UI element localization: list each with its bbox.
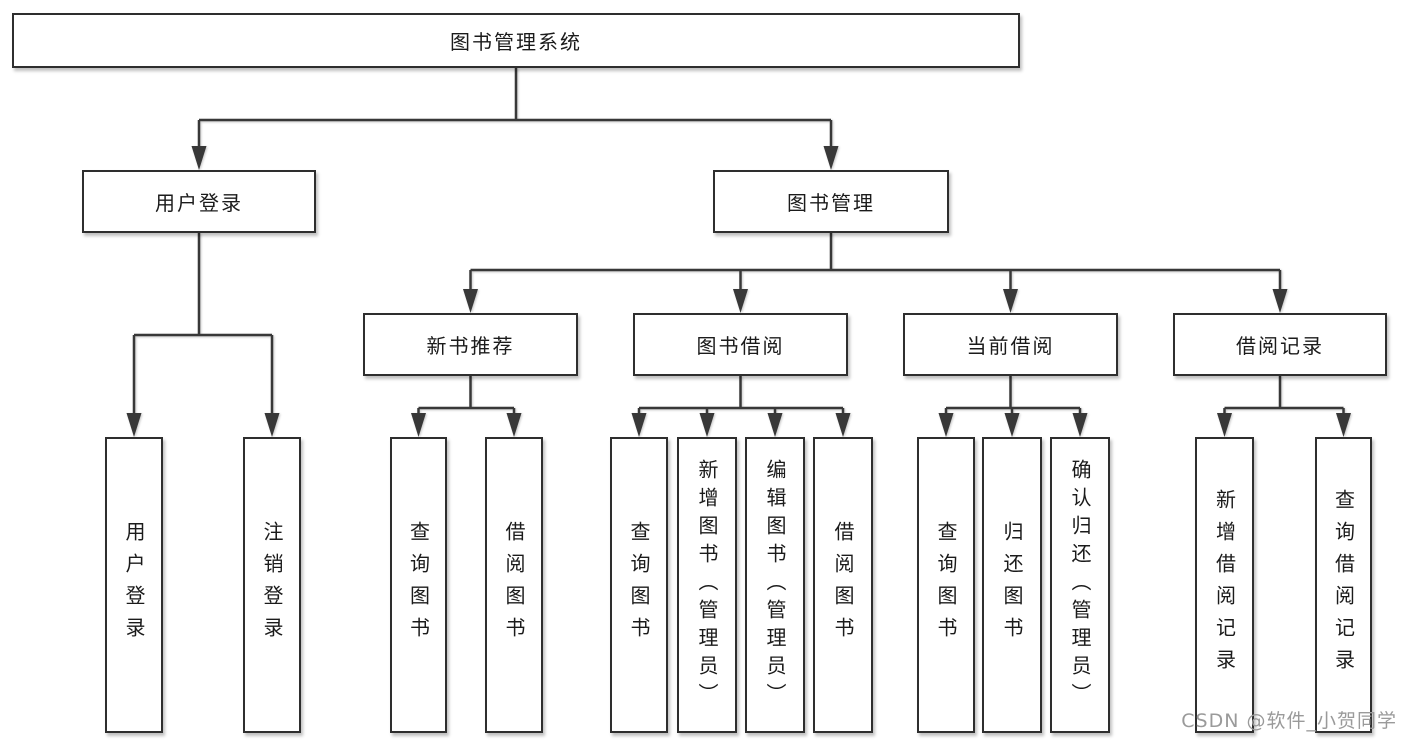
leaf-br-add-record-label: 新增借阅记录	[1212, 489, 1237, 681]
leaf-nbr-borrow-books-label: 借阅图书	[502, 521, 526, 649]
leaf-cb-confirm-return-admin-label: 确认归还（管理员）	[1068, 459, 1092, 711]
leaf-user-login: 用户登录	[105, 437, 163, 733]
leaf-cb-confirm-return-admin: 确认归还（管理员）	[1050, 437, 1110, 733]
node-borrow-records-label: 借阅记录	[1236, 334, 1324, 358]
node-current-borrow-label: 当前借阅	[966, 334, 1055, 358]
leaf-logout-label: 注销登录	[260, 521, 284, 649]
node-new-book-recommend-label: 新书推荐	[426, 334, 515, 358]
leaf-br-add-record: 新增借阅记录	[1195, 437, 1254, 733]
leaf-bb-query-books: 查询图书	[610, 437, 668, 733]
connector-arrowheads	[126, 146, 1351, 437]
leaf-bb-add-books-admin: 新增图书（管理员）	[677, 437, 737, 733]
node-user-login: 用户登录	[82, 170, 316, 233]
leaf-cb-return-books: 归还图书	[982, 437, 1042, 733]
node-new-book-recommend: 新书推荐	[363, 313, 578, 376]
node-book-management: 图书管理	[713, 170, 949, 233]
leaf-cb-query-books-label: 查询图书	[934, 521, 958, 649]
node-user-login-label: 用户登录	[155, 191, 243, 215]
node-book-borrow-label: 图书借阅	[696, 334, 785, 358]
leaf-logout: 注销登录	[243, 437, 301, 733]
leaf-br-query-record: 查询借阅记录	[1315, 437, 1372, 733]
leaf-cb-query-books: 查询图书	[917, 437, 975, 733]
leaf-bb-edit-books-admin: 编辑图书（管理员）	[745, 437, 805, 733]
node-book-borrow: 图书借阅	[633, 313, 848, 376]
node-borrow-records: 借阅记录	[1173, 313, 1387, 376]
node-root: 图书管理系统	[12, 13, 1020, 68]
leaf-nbr-query-books-label: 查询图书	[406, 521, 431, 649]
leaf-bb-borrow-books-label: 借阅图书	[831, 521, 855, 649]
node-book-management-label: 图书管理	[787, 191, 875, 215]
node-root-label: 图书管理系统	[450, 30, 582, 54]
leaf-bb-query-books-label: 查询图书	[627, 521, 651, 649]
leaf-user-login-label: 用户登录	[122, 521, 146, 649]
leaf-br-query-record-label: 查询借阅记录	[1331, 489, 1356, 681]
leaf-bb-borrow-books: 借阅图书	[813, 437, 873, 733]
leaf-nbr-query-books: 查询图书	[390, 437, 447, 733]
node-current-borrow: 当前借阅	[903, 313, 1118, 376]
csdn-watermark: CSDN @软件_小贺同学	[1181, 710, 1397, 732]
leaf-bb-add-books-admin-label: 新增图书（管理员）	[695, 459, 719, 711]
leaf-cb-return-books-label: 归还图书	[1000, 521, 1024, 649]
leaf-nbr-borrow-books: 借阅图书	[485, 437, 543, 733]
leaf-bb-edit-books-admin-label: 编辑图书（管理员）	[763, 459, 787, 711]
